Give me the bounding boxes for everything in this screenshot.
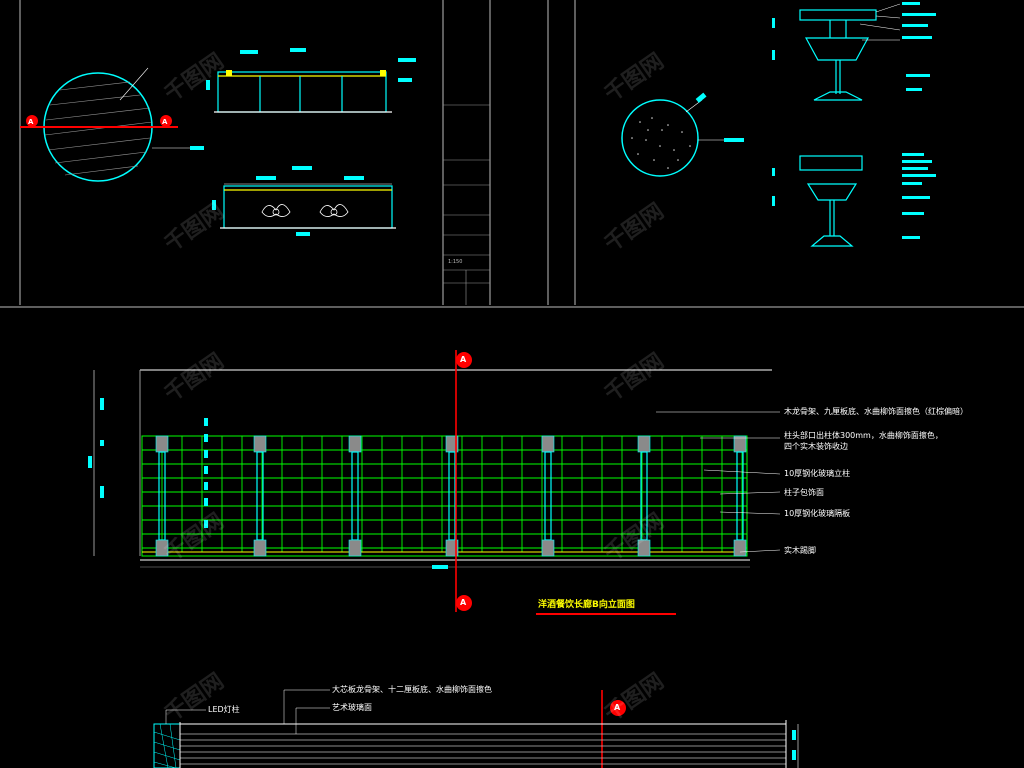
annotation-7: 实木踢脚	[784, 546, 816, 555]
stool-section-1	[799, 9, 877, 101]
sheet-frame	[0, 0, 1024, 308]
column	[733, 435, 747, 557]
elevation-b	[139, 350, 772, 612]
bar-section-view	[214, 70, 392, 113]
elevation-b-title: 洋酒餐饮长廊B向立面图	[538, 600, 635, 610]
annotation-4: 10厚钢化玻璃立柱	[784, 469, 851, 478]
bottom-annotation-3: 艺术玻璃面	[332, 703, 372, 712]
ornament-right	[319, 204, 349, 217]
column	[155, 435, 169, 557]
annotation-6: 10厚钢化玻璃隔板	[784, 509, 851, 518]
stool-section-2-labels	[772, 153, 936, 239]
ornament-left	[261, 204, 291, 217]
section-marker-label-4: A	[460, 598, 467, 607]
stool-section-2	[799, 155, 863, 247]
section-marker-bottom	[456, 595, 472, 611]
bar-section-dims	[206, 48, 416, 90]
column	[637, 435, 651, 557]
stool-top-view	[621, 92, 744, 177]
elevation-leader-lines	[656, 411, 781, 553]
stool-section-1-labels	[772, 2, 936, 91]
annotation-2: 柱头部口出柱体300mm，水曲柳饰面擦色，	[784, 431, 943, 440]
title-block	[443, 104, 490, 305]
annotation-5: 柱子包饰面	[784, 488, 824, 497]
section-marker-label-2: A	[162, 118, 168, 126]
bottom-annotation-1: 大芯板龙骨架、十二厘板底、水曲柳饰面擦色	[332, 685, 492, 694]
column	[541, 435, 555, 557]
elevation-bottom-dims	[792, 724, 799, 768]
section-marker-label-3: A	[460, 355, 467, 364]
elevation-bottom	[153, 720, 787, 768]
section-marker-label-5: A	[614, 703, 621, 712]
column	[445, 435, 459, 557]
annotation-1: 木龙骨架、九厘板底、水曲柳饰面擦色（红棕偏暗）	[784, 407, 968, 416]
section-marker-label-1: A	[28, 118, 34, 126]
annotation-3: 四个实木装饰收边	[784, 442, 848, 451]
bar-elevation-dims	[212, 166, 364, 236]
section-marker-top	[456, 352, 472, 368]
title-block-scale: 1:150	[448, 259, 463, 265]
round-table-top-view	[20, 67, 204, 182]
bottom-annotation-2: LED灯柱	[208, 705, 240, 714]
section-marker-lower	[601, 690, 626, 768]
elevation-bottom-leaders	[165, 689, 330, 734]
column	[253, 435, 267, 557]
glass-support-post	[204, 418, 208, 528]
bar-front-elevation	[220, 183, 396, 229]
column	[348, 435, 362, 557]
elevation-dim-chain	[88, 370, 104, 556]
